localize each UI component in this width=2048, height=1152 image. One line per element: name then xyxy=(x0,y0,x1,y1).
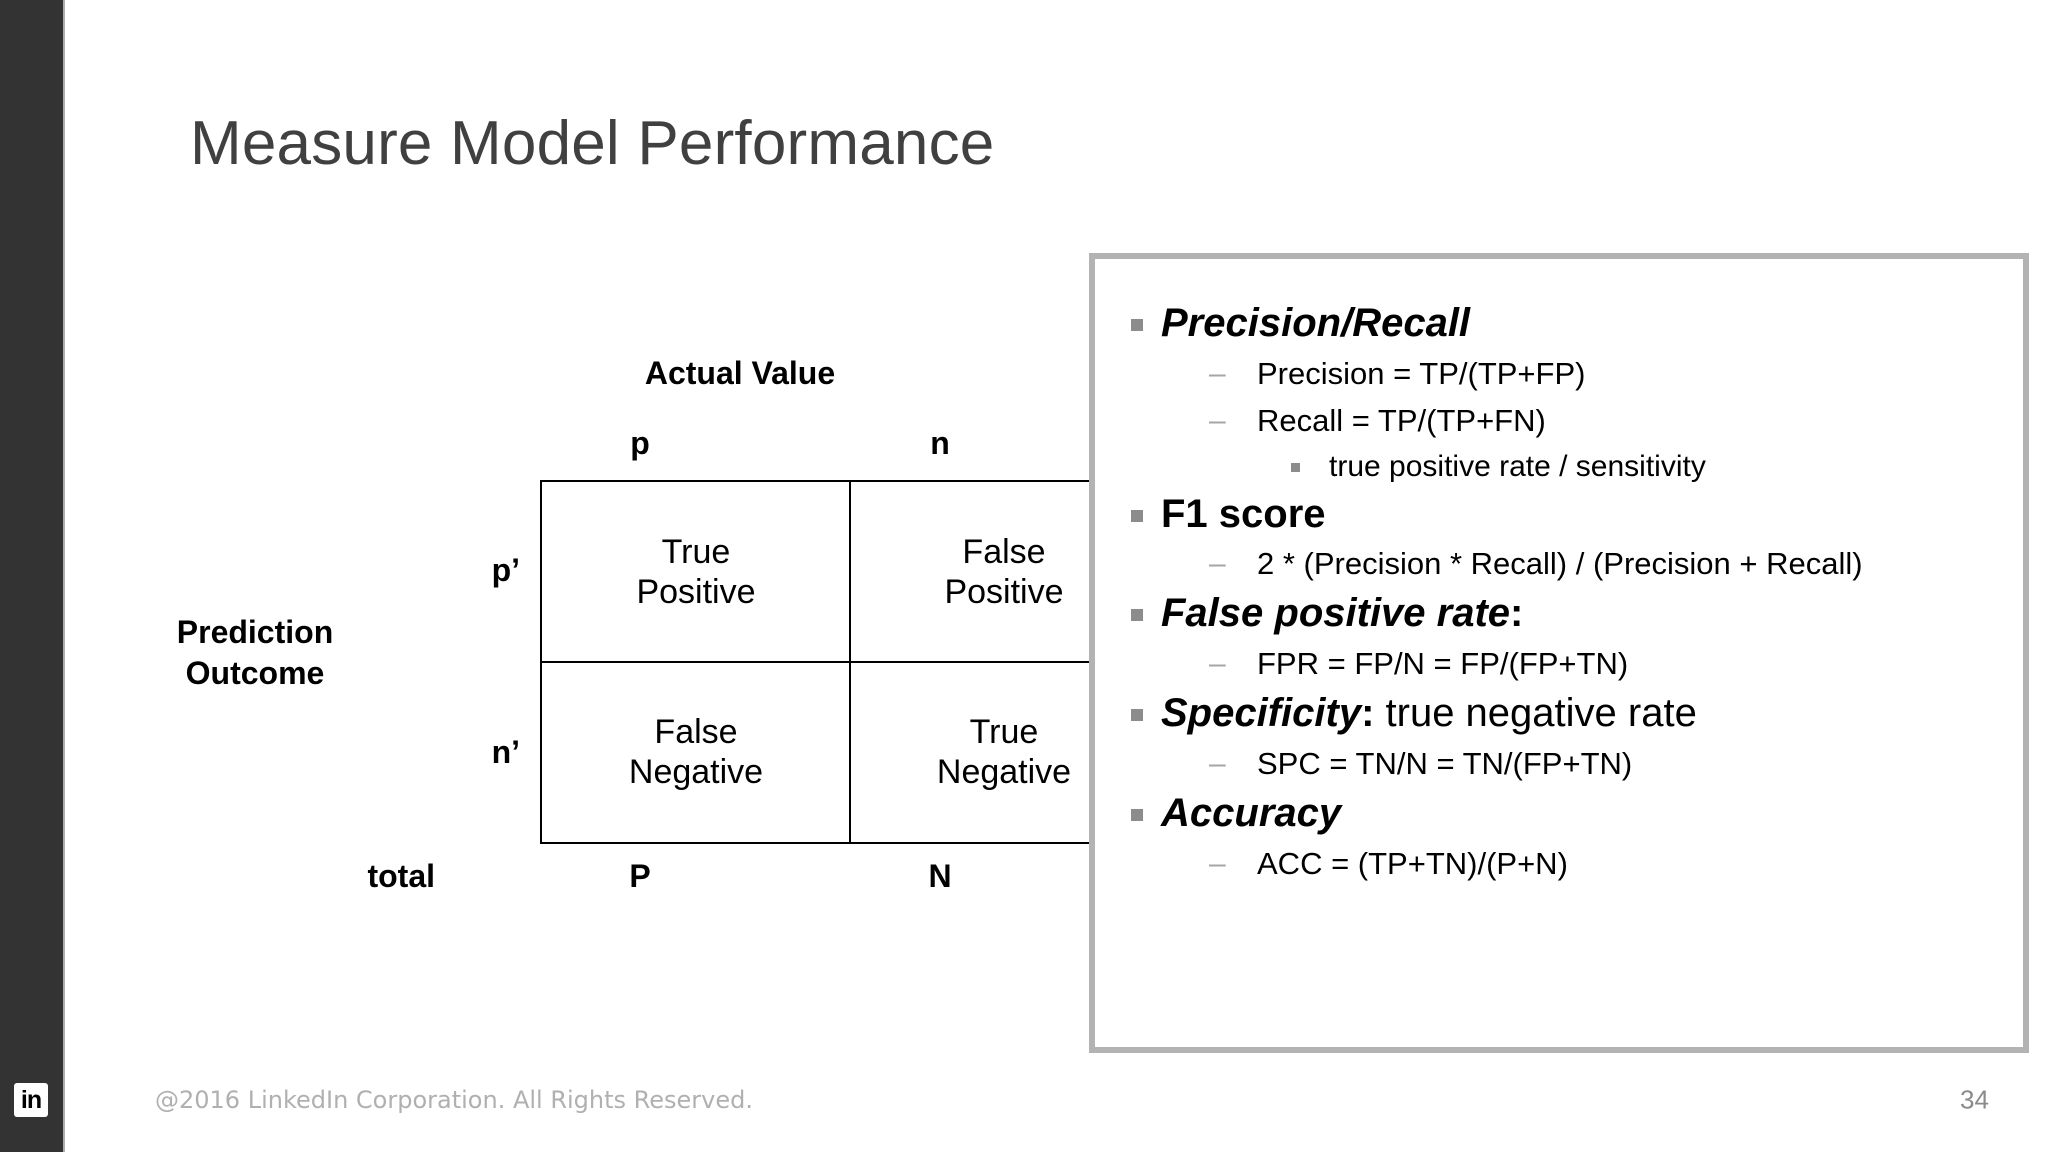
metric-sub-item-text: SPC = TN/N = TN/(FP+TN) xyxy=(1257,745,1633,781)
cell-line-2: Positive xyxy=(636,573,756,611)
square-bullet-icon xyxy=(1131,789,1161,825)
cell-line-2: Positive xyxy=(944,573,1064,611)
metric-sub-sub-item-text: true positive rate / sensitivity xyxy=(1329,449,1706,483)
matrix-column-header-n: n xyxy=(930,425,950,461)
metric-heading-trailing: true negative rate xyxy=(1374,691,1697,736)
matrix-total-negative: N xyxy=(928,858,952,894)
matrix-total-label: total xyxy=(367,858,435,894)
metric-sub-item-recall: – Recall = TP/(TP+FN) xyxy=(1209,399,1995,444)
metrics-panel: Precision/Recall – Precision = TP/(TP+FP… xyxy=(1089,253,2029,1053)
metric-sub-item-precision: – Precision = TP/(TP+FP) xyxy=(1209,352,1995,397)
matrix-cell-true-negative: True Negative xyxy=(849,661,1159,843)
page-number: 34 xyxy=(1960,1084,1989,1115)
cell-line-2: Negative xyxy=(936,753,1072,791)
metric-sub-item-text: 2 * (Precision * Recall) / (Precision + … xyxy=(1257,546,1863,582)
small-square-bullet-icon xyxy=(1291,446,1329,476)
metric-group-precision-recall: Precision/Recall – Precision = TP/(TP+FP… xyxy=(1131,299,1995,488)
metric-heading-text: False positive rate: xyxy=(1161,589,1523,638)
prediction-outcome-line-2: Outcome xyxy=(185,654,325,691)
metric-heading-label: Specificity xyxy=(1161,691,1362,736)
metric-heading-text: F1 score xyxy=(1161,490,1326,539)
metric-group-false-positive-rate: False positive rate: – FPR = FP/N = FP/(… xyxy=(1131,589,1995,687)
matrix-row-header-n-prime: n’ xyxy=(491,734,520,770)
metric-heading-accuracy: Accuracy xyxy=(1131,789,1995,838)
matrix-row-header-p-prime: p’ xyxy=(491,552,520,588)
confusion-matrix-diagram: Actual Value p n Prediction Outcome p’ n… xyxy=(120,330,1160,910)
matrix-total-positive: P xyxy=(629,858,651,894)
page-title: Measure Model Performance xyxy=(190,109,995,178)
left-accent-strip-edge xyxy=(63,0,65,1152)
dash-bullet-icon: – xyxy=(1209,356,1226,390)
footer-copyright: @2016 LinkedIn Corporation. All Rights R… xyxy=(155,1086,753,1114)
linkedin-logo-icon: in xyxy=(14,1083,48,1117)
square-bullet-icon xyxy=(1131,490,1161,526)
cell-line-1: False xyxy=(962,532,1046,571)
metric-sub-item-text: ACC = (TP+TN)/(P+N) xyxy=(1257,845,1568,881)
metric-sub-sub-item-sensitivity: true positive rate / sensitivity xyxy=(1291,446,1995,488)
metric-heading-label: False positive rate xyxy=(1161,591,1511,636)
metric-group-specificity: Specificity: true negative rate – SPC = … xyxy=(1131,689,1995,787)
metric-heading-suffix: : xyxy=(1361,691,1375,736)
metric-heading-label: F1 score xyxy=(1161,491,1326,536)
metric-heading-label: Precision/Recall xyxy=(1161,301,1471,345)
metric-heading-f1-score: F1 score xyxy=(1131,490,1995,539)
cell-line-1: True xyxy=(661,532,731,571)
dash-bullet-icon: – xyxy=(1209,547,1226,581)
dash-bullet-icon: – xyxy=(1209,846,1226,880)
cell-line-2: Negative xyxy=(628,753,764,791)
dash-bullet-icon: – xyxy=(1209,746,1226,780)
metric-sub-item-text: Precision = TP/(TP+FP) xyxy=(1257,355,1586,391)
matrix-cell-false-positive: False Positive xyxy=(849,481,1159,663)
cell-line-1: True xyxy=(969,712,1039,751)
metric-heading-text: Specificity: true negative rate xyxy=(1161,689,1697,738)
metric-heading-specificity: Specificity: true negative rate xyxy=(1131,689,1995,738)
metric-heading-label: Accuracy xyxy=(1161,790,1342,835)
metric-heading-text: Accuracy xyxy=(1161,789,1341,838)
matrix-column-header-p: p xyxy=(630,425,650,461)
metric-sub-item-fpr-formula: – FPR = FP/N = FP/(FP+TN) xyxy=(1209,642,1995,687)
dash-bullet-icon: – xyxy=(1209,403,1226,437)
metric-sub-item-acc-formula: – ACC = (TP+TN)/(P+N) xyxy=(1209,842,1995,887)
prediction-outcome-line-1: Prediction xyxy=(176,614,334,650)
prediction-outcome-axis-label: Prediction Outcome xyxy=(130,612,380,694)
matrix-cell-true-positive: True Positive xyxy=(541,481,851,663)
left-accent-strip xyxy=(0,0,63,1152)
metric-sub-item-text: Recall = TP/(TP+FN) xyxy=(1257,402,1546,438)
cell-line-1: False xyxy=(654,712,738,751)
matrix-cell-false-negative: False Negative xyxy=(541,661,851,843)
metric-sub-item-text: FPR = FP/N = FP/(FP+TN) xyxy=(1257,646,1629,682)
metric-heading-suffix: : xyxy=(1510,591,1524,636)
metric-group-f1-score: F1 score – 2 * (Precision * Recall) / (P… xyxy=(1131,490,1995,588)
metric-sub-item-f1-formula: – 2 * (Precision * Recall) / (Precision … xyxy=(1209,542,1995,587)
dash-bullet-icon: – xyxy=(1209,647,1226,681)
actual-value-axis-label: Actual Value xyxy=(644,355,836,391)
square-bullet-icon xyxy=(1131,589,1161,625)
metric-sub-item-spc-formula: – SPC = TN/N = TN/(FP+TN) xyxy=(1209,742,1995,787)
matrix-grid: True Positive False Positive False Negat… xyxy=(540,480,1160,844)
metric-heading-text: Precision/Recall xyxy=(1161,299,1470,348)
square-bullet-icon xyxy=(1131,299,1161,335)
square-bullet-icon xyxy=(1131,689,1161,725)
metric-group-accuracy: Accuracy – ACC = (TP+TN)/(P+N) xyxy=(1131,789,1995,887)
metric-heading-precision-recall: Precision/Recall xyxy=(1131,299,1995,348)
metric-heading-false-positive-rate: False positive rate: xyxy=(1131,589,1995,638)
